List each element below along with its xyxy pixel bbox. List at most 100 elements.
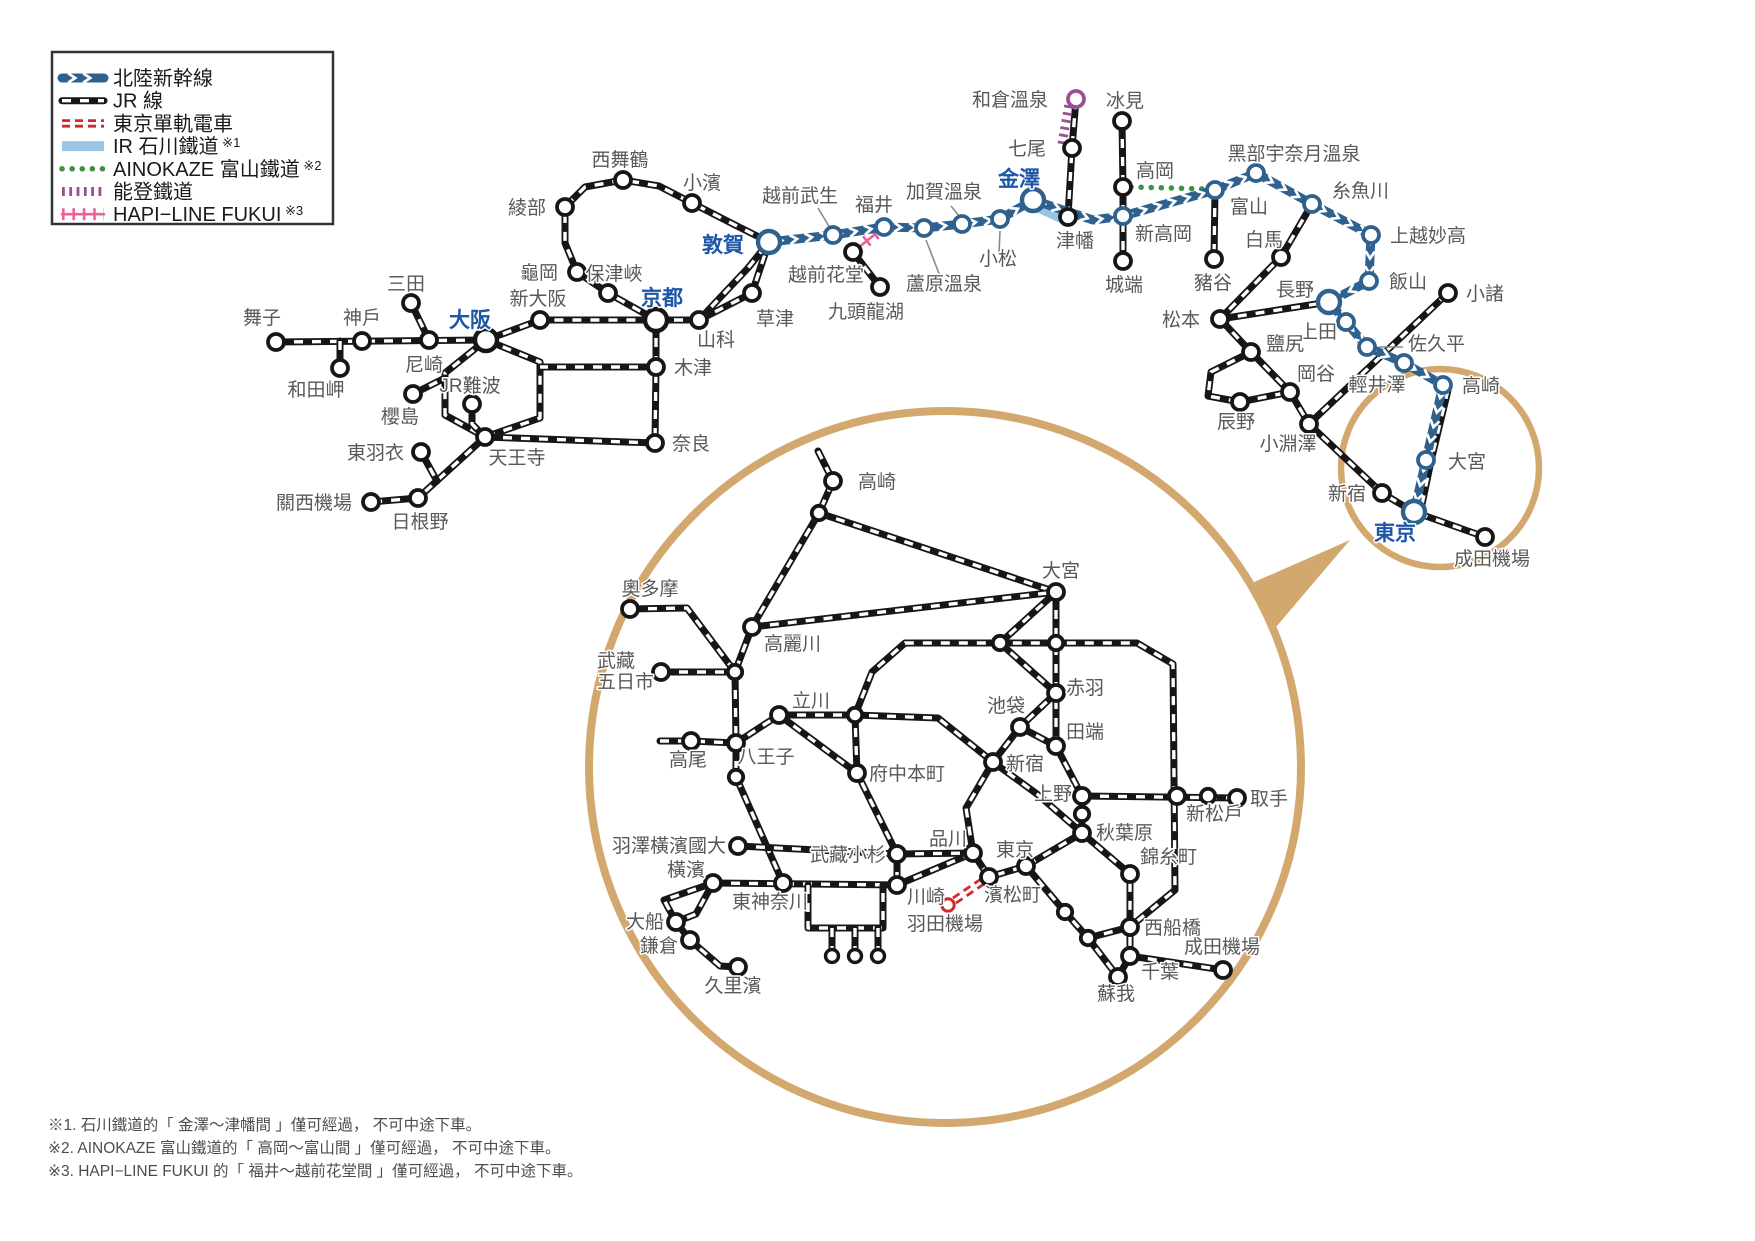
shinkansen-chevron-icon [1415,477,1428,489]
station-高岡 [1113,177,1133,197]
station-label: 東京 [1374,521,1416,545]
rail-edge-jr [443,338,542,439]
station-label: 上越妙高 [1390,225,1466,247]
shinkansen-chevron-icon [1094,213,1105,226]
station-label: 白馬 [1245,229,1283,251]
shinkansen-chevron-icon [1050,201,1062,213]
shinkansen-chevron-icon [803,232,815,244]
station-富山 [1205,180,1225,200]
station-關西機場 [361,492,381,512]
station-佐久平 [1357,337,1377,357]
shinkansen-chevron-icon [1277,181,1288,192]
station-label: 富山 [1230,196,1268,218]
shinkansen-chevron-icon [1137,205,1149,217]
footnote-1: ※1. 石川鐵道的「 金澤～津幡間 」僅可經過， 不可中途下車。 [48,1115,481,1134]
station-八王子 [726,733,746,753]
shinkansen-chevron-icon [1364,250,1376,261]
rail-edge-jr [1066,98,1078,218]
rail-edge-jr [416,435,487,500]
rail-edge-jr [992,760,1084,835]
station-label: 岡谷 [1297,363,1335,385]
station-黑部宇奈月溫泉 [1246,163,1266,183]
station-label: 大船 [626,911,664,933]
station-白馬 [1271,247,1291,267]
shinkansen-chevron-icon [1419,368,1431,379]
station-立川 [769,705,789,725]
rail-edge-jr [1024,864,1120,979]
shinkansen-chevron-icon [937,220,949,233]
rail-edge-jr [851,639,1179,931]
station-label: 越前武生 [762,185,838,207]
station-label: 秋葉原 [1096,822,1153,844]
rail-edge-ptr [998,230,1001,254]
shinkansen-chevron-icon [1152,201,1163,213]
station-新宿 [983,752,1003,772]
rail-edge-jr [1025,831,1083,868]
rail-edge-jr [629,606,737,674]
shinkansen-chevron-icon [1429,418,1441,430]
station-label: 天王寺 [488,447,545,469]
station-label: 七尾 [1008,138,1046,160]
rail-edge-jr [563,178,770,322]
station-label: 品川 [929,829,967,850]
shinkansen-chevron-icon [1316,203,1328,214]
station-label: 東神奈川 [732,891,808,913]
station-龜岡 [567,262,587,282]
station-label: 成田機場 [1454,548,1530,570]
station-label: 木津 [674,357,712,379]
rail-edge-aino [1128,184,1211,192]
rail-edge-jr [656,711,783,747]
station-大宮 [1416,450,1436,470]
station-junction [990,633,1010,653]
station-label: 羽澤橫濱國大 [612,835,726,857]
station-label: 舞子 [243,307,281,329]
station-綾部 [555,197,575,217]
station-label: 佐久平 [1408,333,1465,355]
station-羽澤橫濱國大 [728,836,748,856]
station-櫻島 [403,384,423,404]
rail-edge-jr [896,851,974,856]
station-糸魚川 [1302,194,1322,214]
station-label: 川崎 [907,886,945,908]
station-濱松町 [979,867,999,887]
shinkansen-chevron-icon [1347,283,1358,294]
station-武藏五日市 [651,662,671,682]
station-label: 松本 [1162,309,1200,331]
station-label: 高崎 [1462,375,1500,397]
station-label: 西船橋 [1144,917,1201,939]
station-label: 千葉 [1141,961,1179,983]
shinkansen-chevron-icon [1290,188,1302,199]
station-高麗川 [742,617,762,637]
station-label: 關西機場 [276,492,352,514]
station-label: 九頭龍湖 [828,301,904,323]
station-label: 武藏五日市 [597,650,654,693]
shinkansen-chevron-icon [1009,206,1021,217]
station-junction [1072,804,1092,824]
station-label: 冰見 [1106,90,1144,112]
station-label: 糸魚川 [1332,180,1389,202]
footnote-3: ※3. HAPI−LINE FUKUI 的「 福井～越前花堂間 」僅可經過， 不… [48,1162,582,1180]
station-label: 濱松町 [984,884,1041,906]
station-label: 高岡 [1136,160,1174,182]
station-label: 武藏小杉 [810,844,886,866]
rail-edge-jr [1307,291,1450,426]
station-label: 取手 [1250,788,1288,810]
station-和倉溫泉 [1066,89,1086,109]
rail-edge-mono [952,877,982,900]
legend-item-label: 東京單軌電車 [113,112,233,135]
station-天王寺 [475,427,495,447]
station-蘆原溫泉 [914,218,934,238]
station-金澤 [1019,186,1047,214]
station-label: 金澤 [997,167,1040,191]
shinkansen-chevron-icon [1425,433,1438,445]
station-label: 小松 [979,248,1017,270]
rail-edge-jr [806,885,885,930]
station-赤羽 [1046,683,1066,703]
station-奧多摩 [620,599,640,619]
station-label: 長野 [1276,280,1314,301]
station-西舞鶴 [613,170,633,190]
station-大阪 [472,326,500,354]
station-label: 羽田機場 [907,913,983,935]
